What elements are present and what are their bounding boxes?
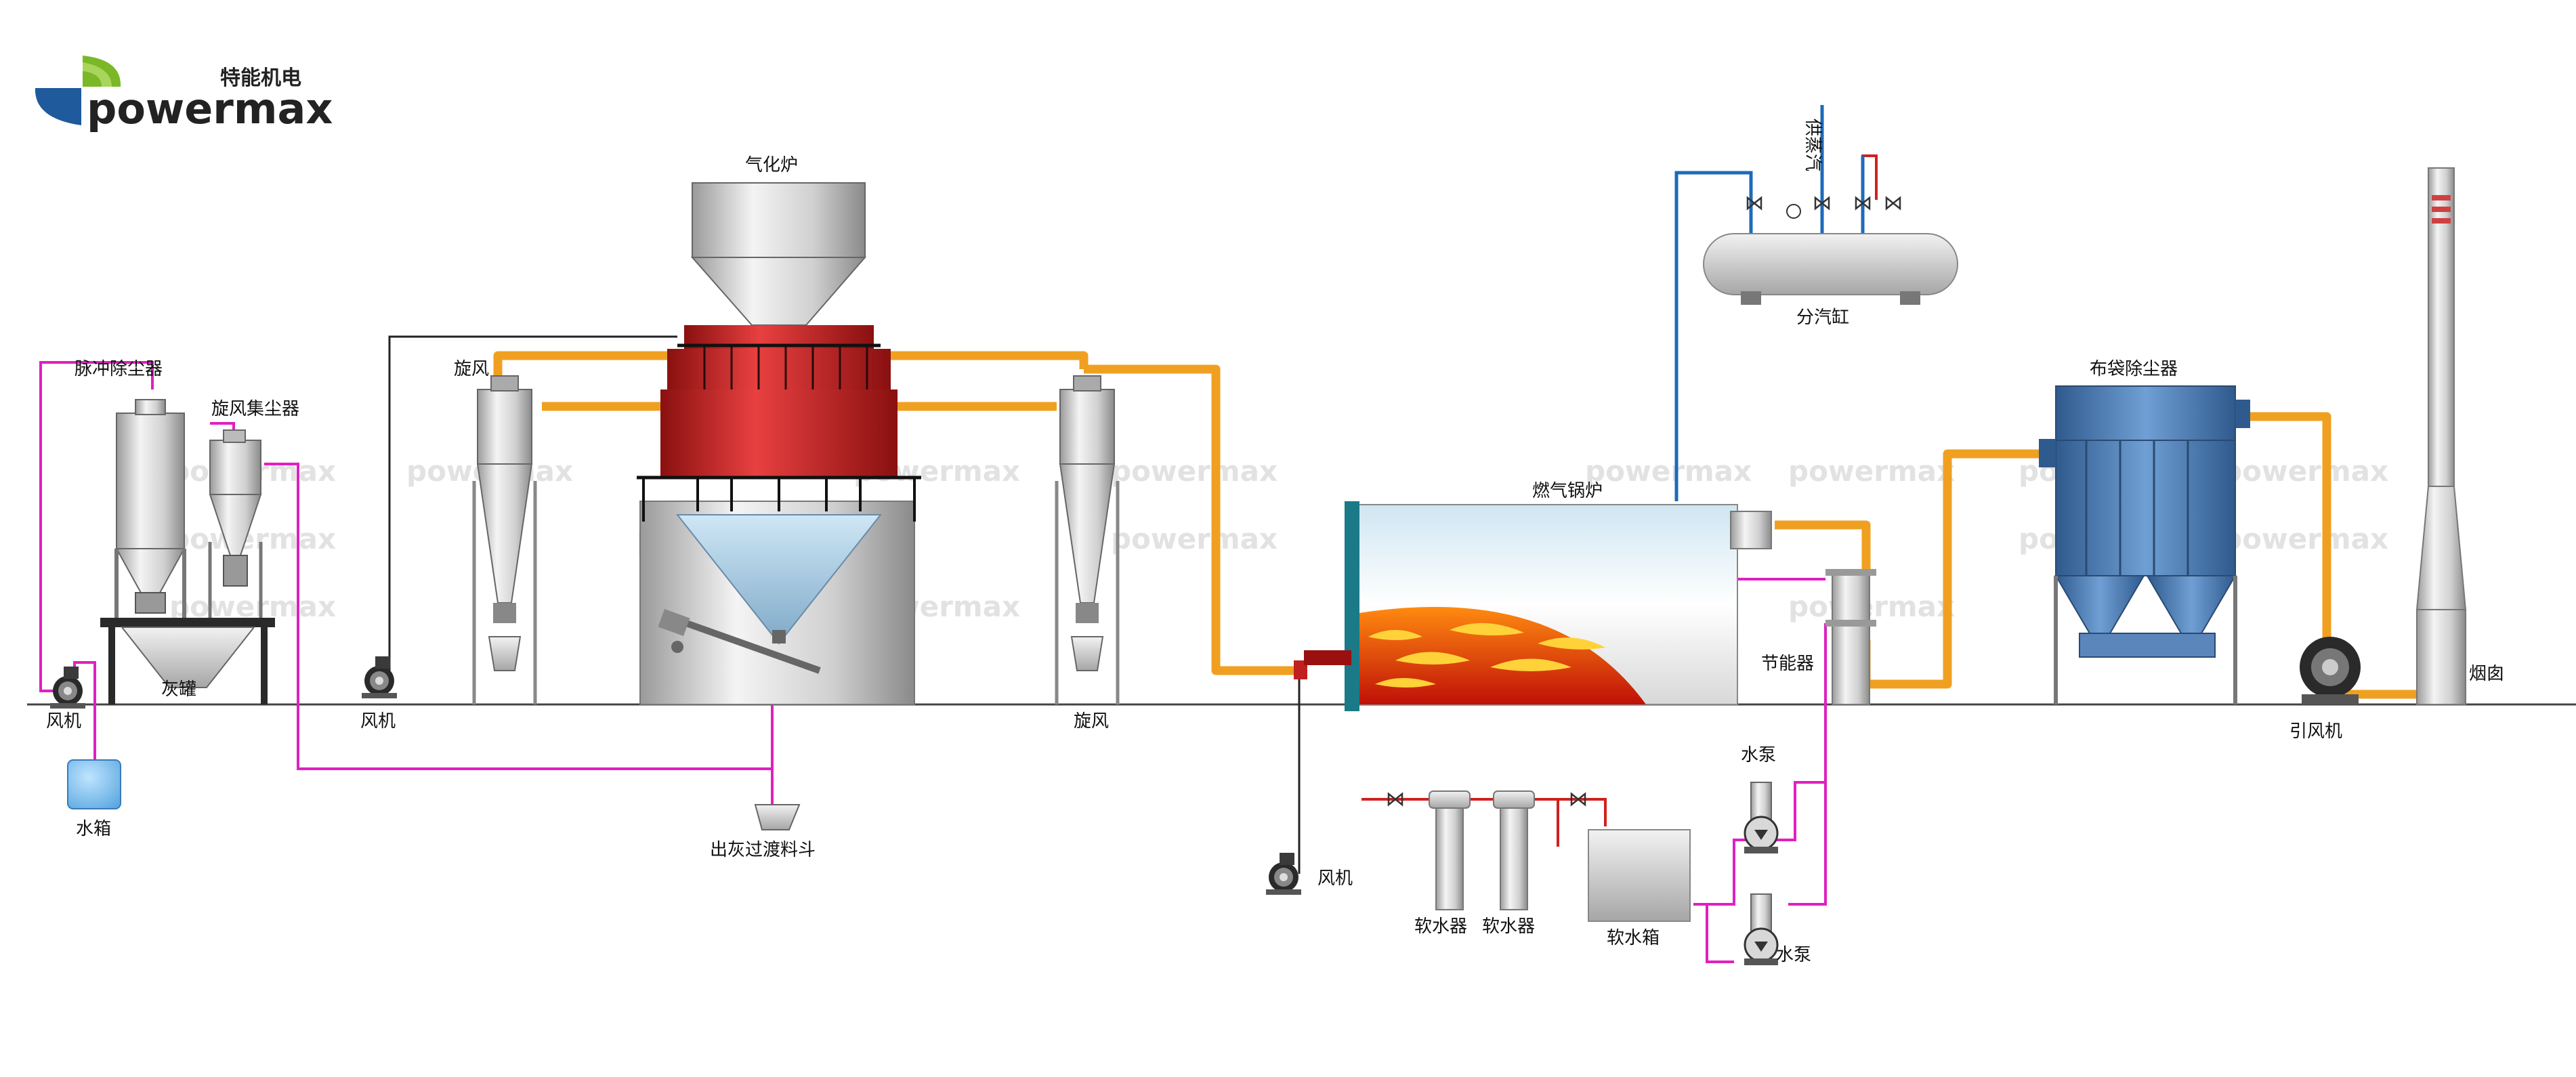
fan-2: [362, 656, 397, 698]
water-pump-1: [1744, 782, 1779, 853]
water-tank: [67, 759, 121, 809]
flue-pipe-economizer-to-bag-filter: [1861, 449, 2046, 689]
flue-pipe-bag-filter-to-chimney: [2235, 412, 2428, 699]
label-fan-2: 风机: [360, 711, 396, 732]
labels: 气化炉 脉冲除尘器 旋风集尘器 旋风 旋风 灰罐 风机 风机 风机 水箱 出灰过…: [46, 119, 2504, 965]
watermark: powermax: [169, 522, 336, 555]
cyclone-dust-collector: [208, 429, 263, 623]
watermark: powermax: [1585, 455, 1752, 488]
ash-transition-hopper: [754, 804, 801, 830]
watermark: powermax: [1111, 522, 1278, 555]
label-ash-hopper: 出灰过渡料斗: [710, 840, 816, 860]
label-pump-2: 水泵: [1776, 945, 1811, 965]
label-economizer: 节能器: [1761, 654, 1814, 674]
watermark: powermax: [1111, 455, 1278, 488]
label-water-tank: 水箱: [76, 819, 111, 839]
softener-2: [1493, 790, 1535, 910]
left-cyclone: [472, 375, 537, 704]
label-cyclone-left: 旋风: [454, 359, 489, 379]
label-induced-fan: 引风机: [2289, 721, 2342, 742]
water-pump-2: [1744, 893, 1779, 965]
fan-1: [50, 667, 85, 709]
label-bag-filter: 布袋除尘器: [2090, 359, 2178, 379]
steam-pipe-boiler-to-header: [1674, 171, 1753, 501]
induced-draft-fan: [2300, 637, 2361, 704]
label-ash-tank: 灰罐: [161, 679, 196, 700]
label-fan-1: 风机: [46, 711, 81, 732]
label-softener-2: 软水器: [1482, 916, 1535, 937]
water-pipe-economizer-feed: [1788, 623, 1827, 906]
logo-green-highlight: [83, 62, 112, 87]
dark-pipe-fan-to-gasifier: [388, 335, 677, 677]
chimney: [2415, 167, 2467, 705]
label-steam-header: 分汽缸: [1796, 308, 1849, 328]
watermark: powermax: [1788, 590, 1955, 623]
flue-pipe-gasifier-to-right-cyclone: [887, 351, 1089, 369]
label-soft-water-tank: 软水箱: [1607, 928, 1660, 948]
ash-tank: [100, 618, 275, 704]
logo-blue-shape: [35, 88, 81, 125]
softener-1: [1429, 790, 1471, 910]
pulse-dust-collector: [114, 399, 186, 623]
logo-wordmark: powermax: [87, 84, 333, 133]
gasifier: [637, 182, 921, 705]
right-cyclone: [1055, 375, 1120, 704]
steam-pipes: [1674, 105, 1865, 501]
soft-water-tank: [1588, 829, 1691, 922]
watermark: powermax: [169, 590, 336, 623]
brand-logo: 特能机电 powermax: [35, 56, 333, 133]
safety-valve: [1885, 196, 1901, 210]
flue-pipe-boiler-to-economizer: [1775, 520, 1871, 572]
label-gasifier: 气化炉: [745, 155, 798, 175]
watermark: powermax: [2222, 455, 2388, 488]
label-boiler: 燃气锅炉: [1532, 481, 1603, 501]
logo-tagline: 特能机电: [220, 66, 301, 90]
pressure-gauge-icon: [1786, 204, 1801, 219]
watermark: powermax: [1788, 455, 1955, 488]
label-softener-1: 软水器: [1414, 916, 1467, 937]
water-pipe-pump-bottom: [1706, 904, 1734, 963]
label-cyclone-collector: 旋风集尘器: [211, 399, 299, 419]
flue-pipe-right-cyclone-to-boiler: [1084, 364, 1297, 675]
label-fan-3: 风机: [1317, 868, 1353, 889]
fan-3: [1266, 853, 1301, 895]
dark-pipes: [388, 335, 1301, 874]
water-pipe-to-ash-hopper: [264, 463, 774, 806]
label-pump-1: 水泵: [1741, 745, 1776, 765]
label-steam-supply: 供蒸汽: [1802, 119, 1823, 171]
gas-boiler: [1294, 501, 1772, 711]
label-cyclone-right: 旋风: [1074, 711, 1109, 732]
label-chimney: 烟囱: [2469, 664, 2504, 684]
steam-header: [1703, 196, 1958, 305]
steam-red-pipe: [1861, 154, 1878, 200]
bag-filter: [2039, 385, 2250, 704]
economizer: [1825, 569, 1876, 705]
label-pulse-dust-collector: 脉冲除尘器: [75, 359, 163, 379]
watermark: powermax: [2222, 522, 2388, 555]
water-pipe-pulse-collector: [39, 361, 154, 692]
soft-water-pipe-main: [1361, 798, 1607, 826]
